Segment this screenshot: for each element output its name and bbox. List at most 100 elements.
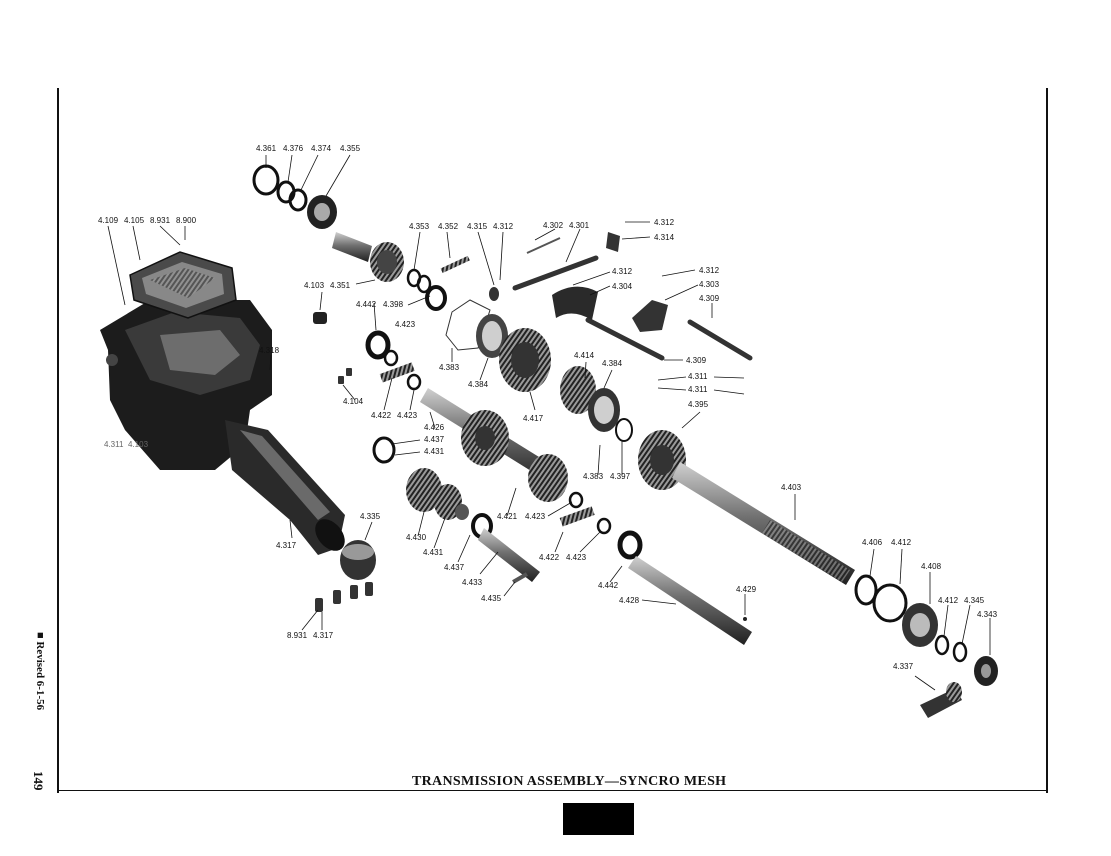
label-4315: 4.315 [467,222,488,231]
label-4103-a: 4.103 [304,281,325,290]
speedometer-gear-4337 [920,682,962,718]
label-4374: 4.374 [311,144,332,153]
label-4414: 4.414 [574,351,595,360]
main-shaft-4403 [638,430,855,585]
reverse-idler-gear-4430 [372,436,469,520]
label-4383-a: 4.383 [439,363,460,372]
label-4395: 4.395 [688,400,709,409]
label-4345: 4.345 [964,596,985,605]
leader-lines [107,154,991,691]
bottom-rule [57,790,1048,791]
small-rings-4353 [406,268,432,294]
diagram-title: TRANSMISSION ASSEMBLY—SYNCRO MESH [412,774,727,789]
label-4304: 4.304 [612,282,633,291]
label-4397: 4.397 [610,472,631,481]
label-8900: 8.900 [176,216,197,225]
label-8931-top: 8.931 [150,216,171,225]
label-4343: 4.343 [977,610,998,619]
label-4406: 4.406 [862,538,883,547]
label-4417: 4.417 [523,414,544,423]
label-4337: 4.337 [893,662,914,671]
label-4412-a: 4.412 [891,538,912,547]
rear-rings-4345 [934,634,968,663]
needle-bearings-4422a [379,362,415,383]
left-margin-rule [57,88,59,793]
label-4384-b: 4.384 [602,359,623,368]
bearing-4355 [307,195,337,229]
extension-housing [225,420,345,555]
rear-bushing [340,540,376,580]
rear-rings-4406-4412 [854,574,908,623]
label-4421: 4.421 [497,512,518,521]
label-4105: 4.105 [124,216,145,225]
label-4302: 4.302 [543,221,564,230]
shift-fork-4303 [632,300,668,332]
thrust-washer-4442 [365,330,643,560]
label-4355: 4.355 [340,144,361,153]
label-4403: 4.403 [781,483,802,492]
label-4312-d: 4.312 [699,266,720,275]
label-4430: 4.430 [406,533,427,542]
label-4384-a: 4.384 [468,380,489,389]
label-4442-a: 4.442 [356,300,377,309]
ring-4397 [615,418,633,442]
countershaft-cluster [420,388,568,502]
label-4311-a: 4.311 [688,372,708,381]
key-4103 [313,312,327,324]
label-4361: 4.361 [256,144,277,153]
label-4109: 4.109 [98,216,119,225]
label-4423-c: 4.423 [525,512,546,521]
spring-4352 [440,255,470,274]
bolts [315,582,373,612]
label-4408: 4.408 [921,562,942,571]
label-4311-c: 4.311 [104,440,124,449]
label-4312-a: 4.312 [493,222,514,231]
label-4442-b: 4.442 [598,581,619,590]
rear-bearing-4408 [902,603,938,647]
label-4422-b: 4.422 [539,553,560,562]
interlock-4314 [606,232,620,252]
label-4317-b: 4.317 [313,631,334,640]
clutch-sleeve-4384 [476,314,508,358]
label-4429: 4.429 [736,585,757,594]
label-4309-b: 4.309 [686,356,707,365]
label-4311-b: 4.311 [688,385,708,394]
label-4383-b: 4.383 [583,472,604,481]
shift-fork-4304 [552,286,598,320]
screws-4104 [338,368,352,384]
needle-bearings-4422b [559,506,595,527]
yoke-4343 [974,656,998,686]
label-4428: 4.428 [619,596,640,605]
label-4398: 4.398 [383,300,404,309]
countershaft-4428 [628,556,752,645]
label-4431-a: 4.431 [424,447,445,456]
label-4433: 4.433 [462,578,483,587]
label-4352: 4.352 [438,222,459,231]
label-4423-b: 4.423 [397,411,418,420]
synchro-ring-4383 [445,299,491,351]
label-4314: 4.314 [654,233,675,242]
label-4376: 4.376 [283,144,304,153]
label-4431-b: 4.431 [423,548,444,557]
label-4437-b: 4.437 [444,563,465,572]
label-4412-b: 4.412 [938,596,959,605]
right-margin-rule [1046,88,1048,793]
label-4312-c: 4.312 [612,267,633,276]
synchro-hub-4414 [560,366,620,432]
label-4423-d: 4.423 [566,553,587,562]
black-tab-marker [563,803,634,835]
label-8931-bottom: 8.931 [287,631,308,640]
label-4103-b: 4.103 [128,440,149,449]
label-4435: 4.435 [481,594,502,603]
label-4353: 4.353 [409,222,430,231]
label-4104: 4.104 [343,397,364,406]
label-4317-a: 4.317 [276,541,297,550]
reverse-idler-shaft-4433 [471,513,540,584]
label-4312-b: 4.312 [654,218,675,227]
ring-4398 [425,285,447,311]
label-4423-a: 4.423 [395,320,416,329]
snap-rings-top [252,164,308,212]
label-4335: 4.335 [360,512,381,521]
plunger-4315 [489,287,499,301]
